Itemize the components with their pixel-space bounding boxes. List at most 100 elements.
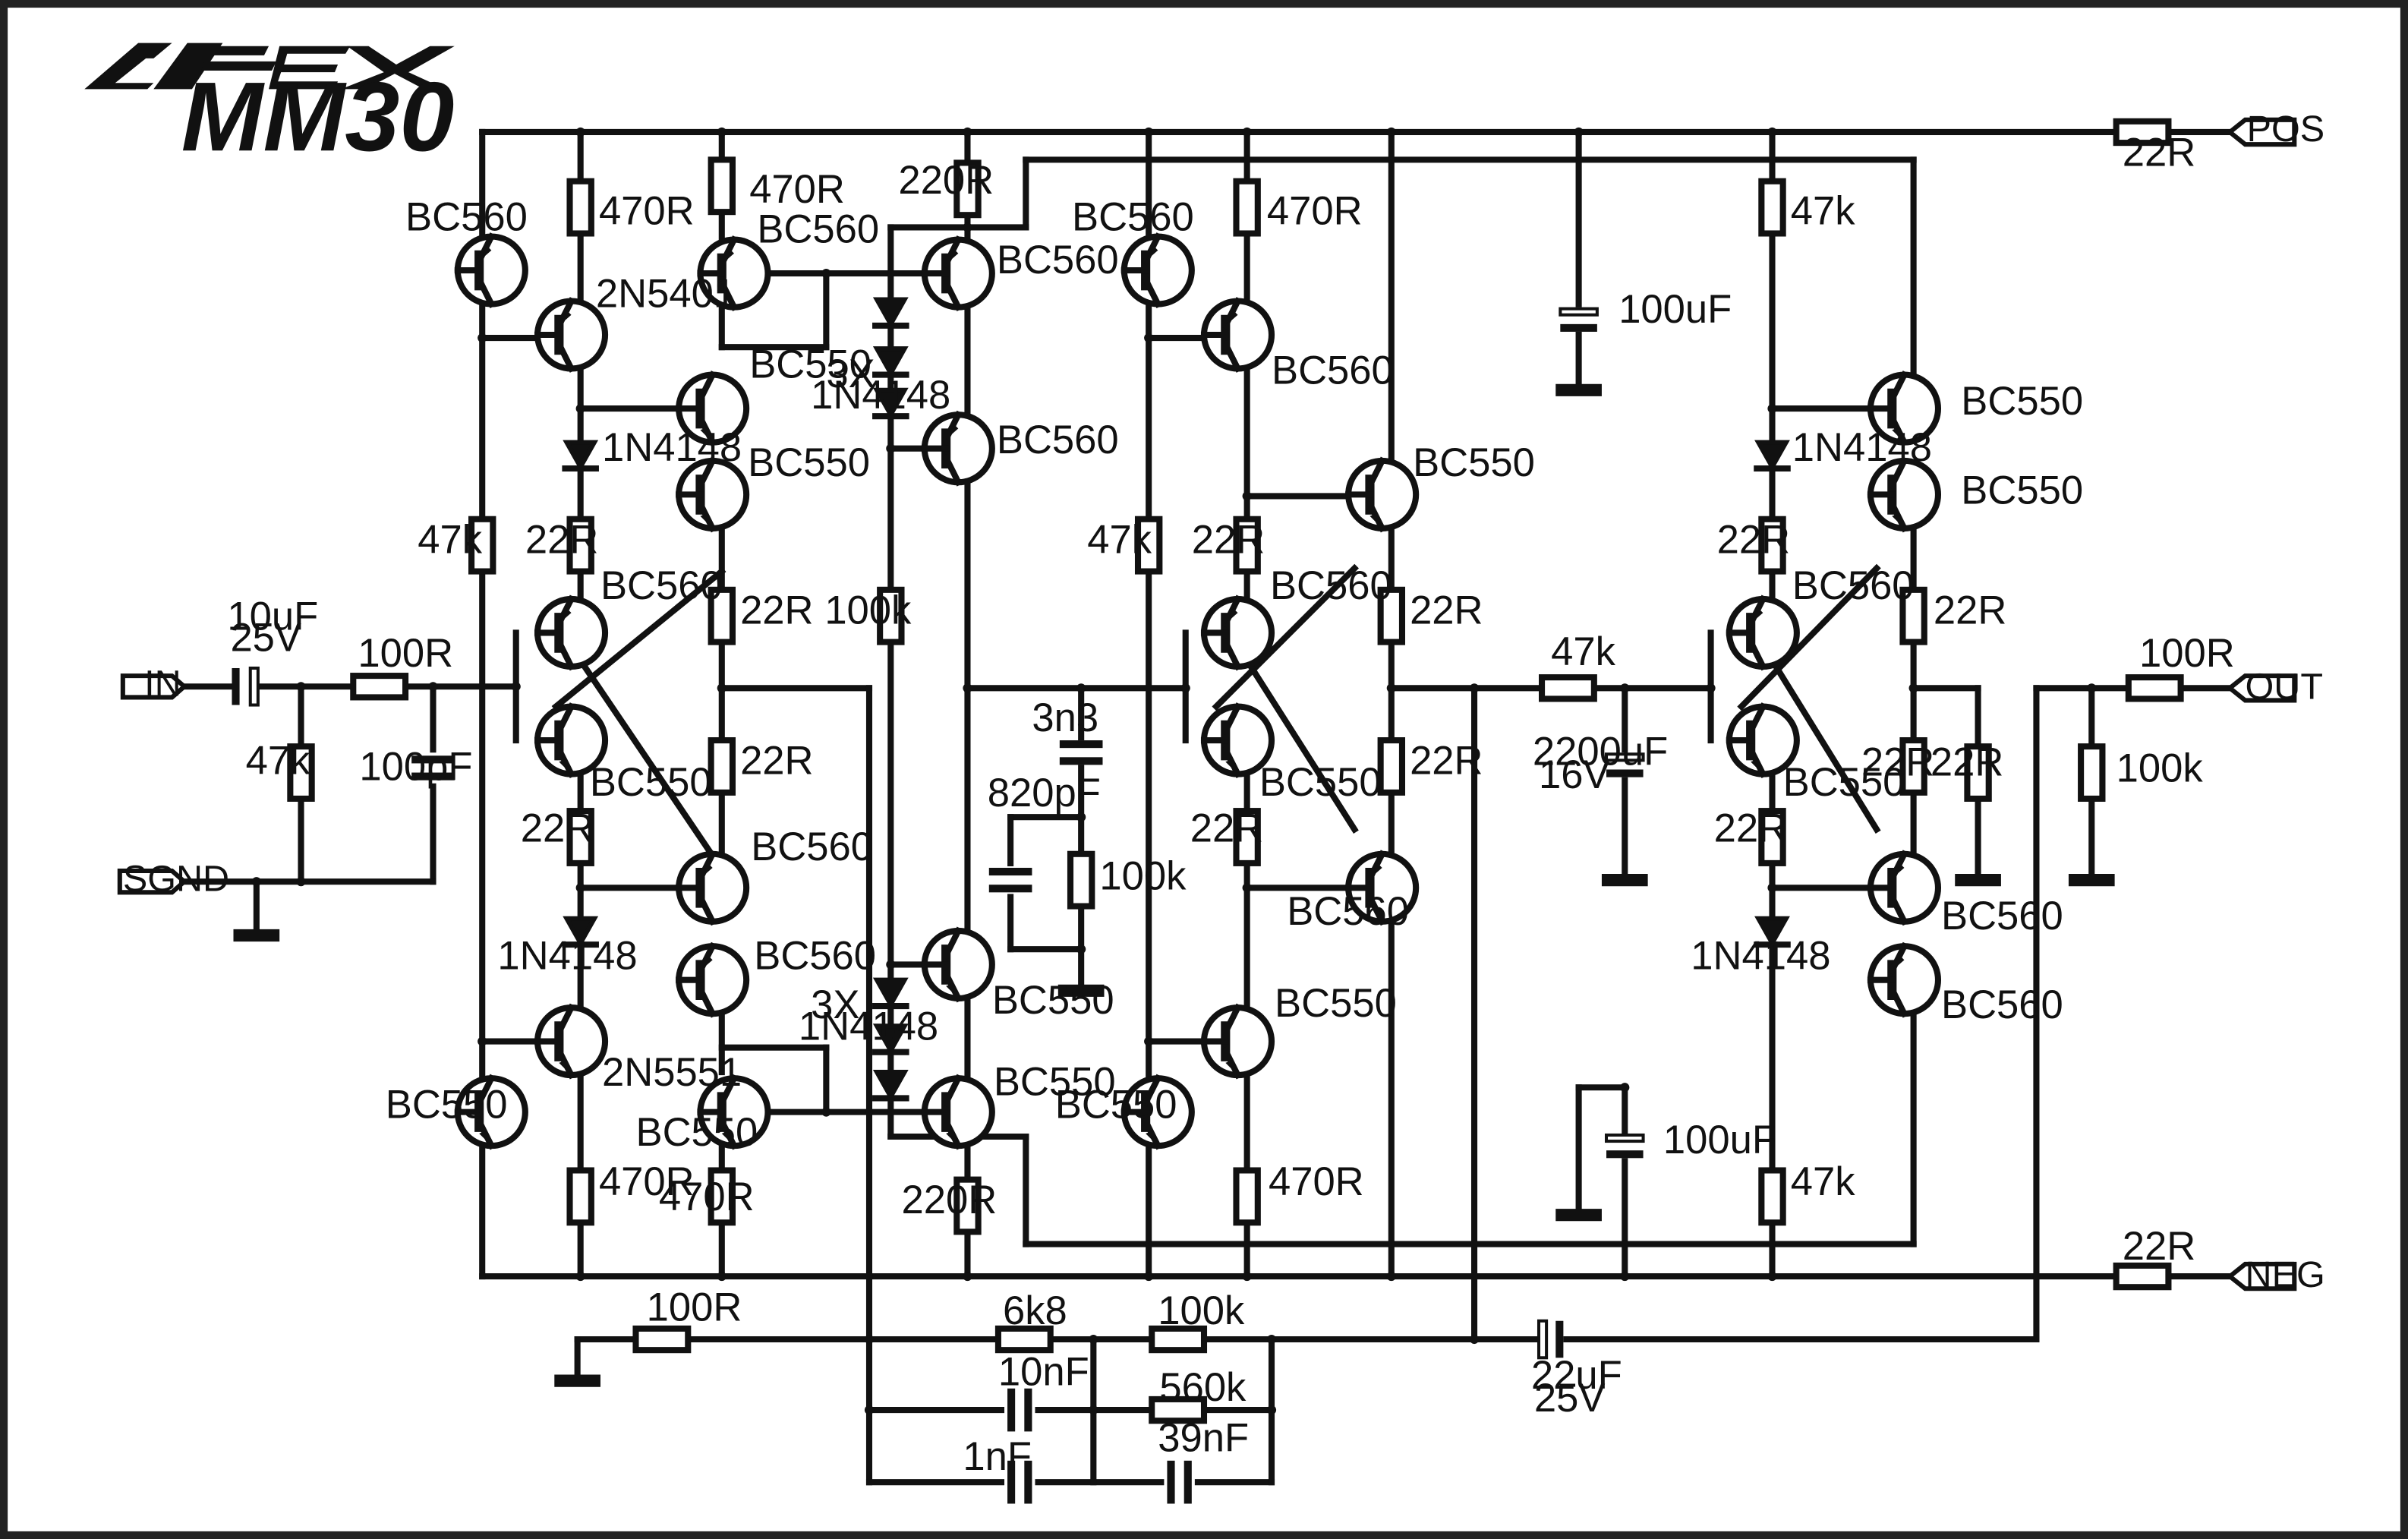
- label: 3X: [826, 352, 875, 396]
- label: BC550: [1783, 760, 1905, 805]
- label: 22R: [1714, 806, 1787, 851]
- label: BC550: [590, 760, 712, 805]
- label: BC560: [1270, 563, 1392, 608]
- label: 25V: [1534, 1376, 1606, 1421]
- label: 47k: [1791, 188, 1855, 233]
- label: BC560: [1072, 194, 1194, 239]
- label: 22R: [740, 588, 813, 632]
- label: 470R: [599, 188, 695, 233]
- label: BC560: [751, 825, 873, 869]
- label: 22R: [1410, 739, 1483, 784]
- transistor-q14: [925, 415, 992, 482]
- apex-logo: MM30: [84, 43, 455, 172]
- transistor-q2: [537, 301, 605, 368]
- label: 100R: [358, 631, 453, 676]
- label: 47k: [246, 739, 310, 784]
- transistor-q29: [1871, 854, 1938, 922]
- label: 47k: [1791, 1159, 1855, 1204]
- label: BC560: [754, 933, 876, 978]
- label: 22R: [1192, 517, 1265, 562]
- label: 22R: [1930, 740, 2003, 785]
- label: BC560: [997, 238, 1119, 282]
- label: 100R: [2139, 631, 2235, 676]
- label: 100k: [1158, 1288, 1245, 1333]
- label: 16V: [1539, 752, 1610, 797]
- label: 560k: [1159, 1365, 1247, 1410]
- component-labels: BC560 2N5401 470R 470R BC560 BC550 1N414…: [227, 130, 2234, 1478]
- transistor-q23: [1204, 1008, 1272, 1075]
- label: 470R: [659, 1175, 755, 1219]
- label: BC550: [749, 342, 871, 387]
- label: 1N4148: [602, 425, 742, 470]
- transistor-q13: [925, 240, 992, 307]
- transistor-q10: [537, 1008, 605, 1075]
- label: 47k: [1087, 517, 1152, 562]
- label: BC550: [1961, 379, 2083, 424]
- label: 100k: [2116, 746, 2204, 791]
- label: 22uF: [1531, 1353, 1622, 1398]
- label: 22R: [521, 806, 594, 851]
- svg-text:POS: POS: [2247, 109, 2325, 150]
- label: 1N4148: [497, 933, 637, 978]
- label: 2200uF: [1533, 729, 1668, 774]
- ports: POS NEG OUT IN SGND: [117, 109, 2325, 1295]
- transistor-q1: [458, 237, 525, 304]
- label: BC560: [1287, 889, 1409, 934]
- port-sgnd: SGND: [117, 858, 229, 899]
- label: BC560: [1792, 563, 1915, 608]
- label: 3X: [811, 982, 859, 1027]
- model-label: MM30: [181, 62, 455, 172]
- label: 100uF: [1618, 287, 1732, 332]
- transistor-q17: [1124, 237, 1192, 304]
- transistor-q9: [679, 946, 746, 1014]
- label: 2N5401: [596, 272, 736, 317]
- label: 22R: [2123, 1224, 2195, 1269]
- label: BC560: [1941, 894, 2063, 938]
- label: 220R: [898, 158, 994, 203]
- wires: [181, 128, 2233, 1486]
- transistor-q16: [925, 1078, 992, 1146]
- label: 100R: [647, 1285, 742, 1330]
- svg-text:OUT: OUT: [2246, 666, 2323, 707]
- svg-text:IN: IN: [144, 663, 181, 704]
- label: 22R: [740, 739, 813, 784]
- transistor-q15: [925, 931, 992, 998]
- transistor-q6: [537, 599, 605, 667]
- capacitors: [232, 309, 1643, 1504]
- label: 10uF: [227, 594, 318, 639]
- label: 39nF: [1158, 1416, 1249, 1461]
- label: 47k: [418, 517, 482, 562]
- port-pos: POS: [2226, 109, 2325, 150]
- transistor-q30: [1871, 946, 1938, 1014]
- label: 3n3: [1032, 695, 1098, 740]
- label: 22R: [1410, 588, 1483, 632]
- label: 1N4148: [1691, 933, 1830, 978]
- label: 100k: [1099, 853, 1187, 898]
- label: 820pF: [988, 771, 1101, 815]
- label: 1N4148: [799, 1004, 938, 1049]
- label: BC550: [748, 440, 870, 485]
- transistor-q5: [679, 461, 746, 528]
- label: 470R: [749, 167, 845, 212]
- label: 220R: [901, 1178, 997, 1222]
- transistor-q19: [1348, 461, 1416, 528]
- label: BC550: [636, 1110, 758, 1155]
- label: 22R: [1934, 588, 2006, 632]
- label: 470R: [1267, 188, 1363, 233]
- label: BC560: [997, 418, 1119, 462]
- label: BC560: [1272, 348, 1394, 393]
- label: 100pF: [359, 745, 472, 790]
- label: 470R: [1269, 1159, 1364, 1204]
- label: BC550: [1259, 760, 1382, 805]
- label: 47k: [1551, 629, 1615, 674]
- label: 22R: [2123, 130, 2195, 175]
- label: 1nF: [963, 1434, 1032, 1479]
- transistor-q8: [679, 854, 746, 922]
- label: 100uF: [1663, 1118, 1776, 1162]
- label: BC560: [600, 563, 723, 608]
- label: 100k: [824, 588, 912, 632]
- svg-text:NEG: NEG: [2246, 1254, 2325, 1295]
- label: 22R: [1717, 517, 1790, 562]
- label: BC550: [992, 978, 1114, 1023]
- port-in: IN: [120, 663, 188, 704]
